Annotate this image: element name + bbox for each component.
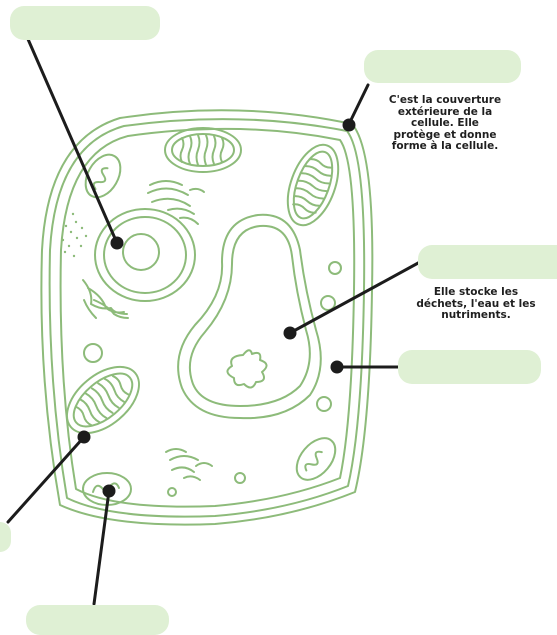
label-membrane-cellulaire[interactable] (398, 350, 541, 384)
label-paroi-cellulaire[interactable] (364, 50, 521, 83)
nucleus-envelope-outer (95, 209, 195, 301)
label-vacuole[interactable] (418, 245, 557, 279)
description-paroi-cellulaire: C'est la couverture extérieure de la cel… (388, 95, 502, 153)
nucleolus (123, 234, 159, 270)
cell-membrane (61, 129, 355, 507)
pointer-line-paroi (349, 85, 368, 124)
vacuole-content (227, 350, 266, 387)
pointer-line-noyau (24, 30, 117, 243)
description-vacuole: Elle stocke les déchets, l'eau et les nu… (410, 287, 542, 322)
ribosome-cluster (166, 449, 212, 480)
vacuole-inner (190, 226, 310, 406)
label-mitochondrie[interactable] (26, 605, 169, 635)
nucleus-envelope-inner (104, 217, 186, 293)
label-noyau[interactable] (10, 6, 160, 40)
